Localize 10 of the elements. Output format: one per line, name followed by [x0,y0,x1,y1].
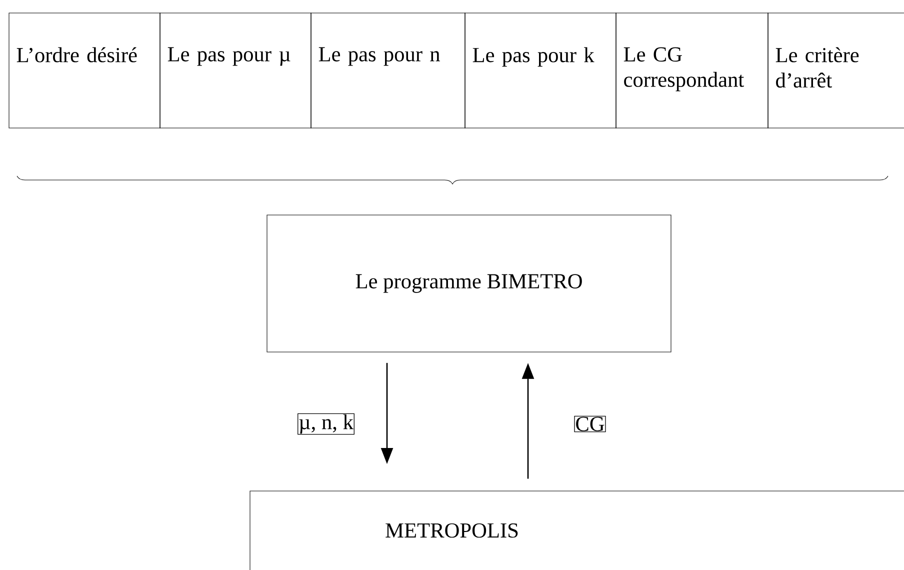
table-cell: L’ordre désiré [8,12,160,128]
table-cell: Le pas pour k [464,12,616,128]
table-cell: Le CG correspondant [616,12,768,128]
table-cell: Le critère d’arrêt [768,12,904,128]
edge-label: CG [574,416,606,432]
process-box: METROPOLIS [250,490,904,570]
table-cell: Le pas pour n [310,12,466,128]
process-box: Le programme BIMETRO [266,214,672,352]
table-cell: Le pas pour µ [160,12,312,128]
edge-label: µ, n, k [298,413,354,435]
